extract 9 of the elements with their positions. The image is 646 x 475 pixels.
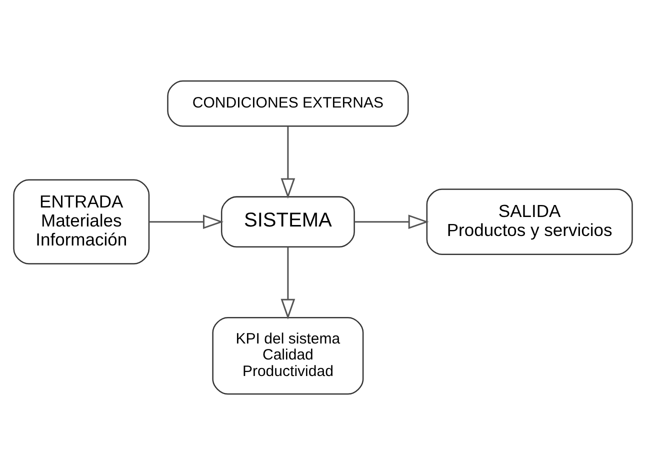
arrow bbox=[280, 126, 296, 199]
arrow bbox=[280, 247, 296, 320]
node-box: ENTRADA Materiales Información bbox=[13, 179, 150, 264]
node-box: KPI del sistema Calidad Productividad bbox=[212, 317, 364, 395]
arrow bbox=[354, 214, 429, 230]
node-box: SISTEMA bbox=[220, 196, 355, 248]
node-box: SALIDA Productos y servicios bbox=[426, 188, 633, 256]
node-box: CONDICIONES EXTERNAS bbox=[167, 80, 409, 127]
arrow bbox=[149, 214, 224, 230]
